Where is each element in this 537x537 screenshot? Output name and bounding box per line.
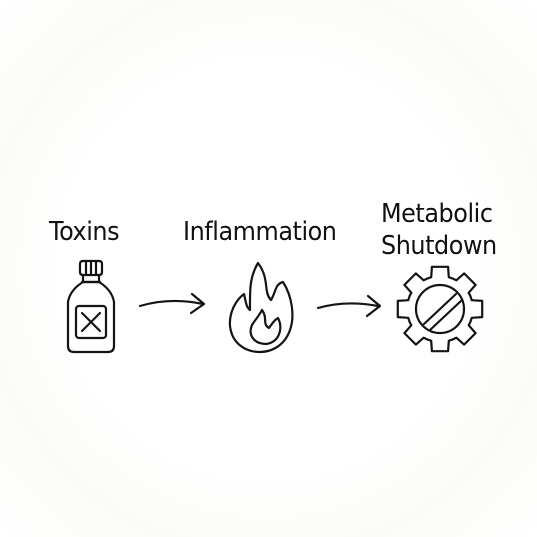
poison-bottle-icon bbox=[66, 259, 116, 354]
broken-gear-icon bbox=[396, 265, 484, 353]
arrow-right-icon bbox=[316, 294, 382, 318]
step-label-inflammation: Inflammation bbox=[183, 217, 337, 247]
step-label-shutdown: Shutdown bbox=[381, 231, 497, 261]
flame-icon bbox=[228, 261, 294, 354]
arrow-right-icon bbox=[138, 292, 206, 315]
step-label-toxins: Toxins bbox=[49, 217, 120, 247]
step-label-metabolic: Metabolic bbox=[381, 199, 493, 229]
